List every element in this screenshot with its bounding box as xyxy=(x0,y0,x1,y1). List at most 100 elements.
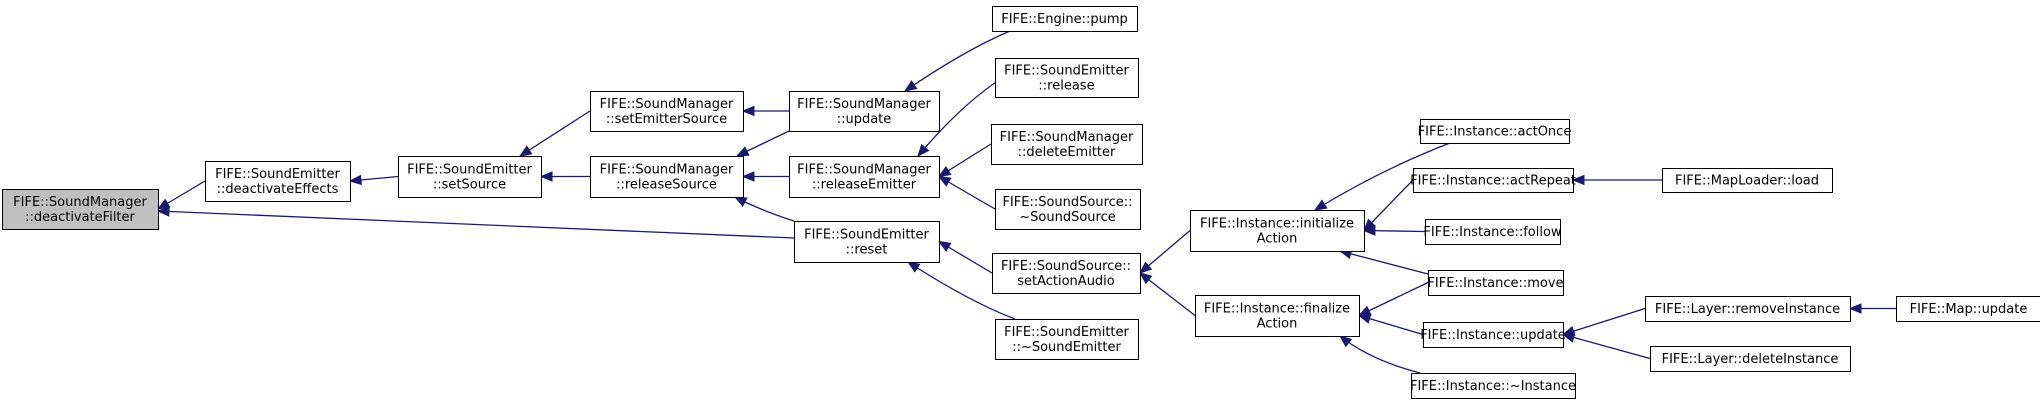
node-n24[interactable]: FIFE::Layer::deleteInstance xyxy=(1650,346,1851,372)
node-box-n10[interactable] xyxy=(991,124,1143,165)
node-label-n13-line-0: FIFE::SoundEmitter xyxy=(1004,325,1129,340)
arrowhead-n4-to-n2 xyxy=(539,171,553,182)
node-label-n3-line-1: ::setEmitterSource xyxy=(606,112,727,127)
node-box-n1[interactable] xyxy=(205,161,351,202)
node-label-n23-line-0: FIFE::Layer::removeInstance xyxy=(1655,302,1840,317)
node-box-n2[interactable] xyxy=(398,156,542,198)
node-n18[interactable]: FIFE::Instance::follow xyxy=(1423,219,1562,245)
node-label-n2-line-0: FIFE::SoundEmitter xyxy=(407,163,532,178)
node-n7[interactable]: FIFE::SoundEmitter::reset xyxy=(794,221,940,263)
arrowhead-n14-to-n12 xyxy=(1138,261,1153,274)
arrowhead-n21-to-n15 xyxy=(1338,335,1353,348)
node-box-n20[interactable] xyxy=(1423,322,1564,348)
node-box-n22[interactable] xyxy=(1662,168,1833,193)
edge-n17-to-n14 xyxy=(1363,179,1414,231)
node-n2[interactable]: FIFE::SoundEmitter::setSource xyxy=(398,156,542,198)
node-label-n1-line-0: FIFE::SoundEmitter xyxy=(215,167,340,182)
node-n13[interactable]: FIFE::SoundEmitter::~SoundEmitter xyxy=(995,319,1139,360)
node-n8[interactable]: FIFE::Engine::pump xyxy=(992,6,1138,32)
node-label-n0-line-1: ::deactivateFilter xyxy=(25,210,135,225)
node-label-n10-line-1: ::deleteEmitter xyxy=(1018,145,1116,160)
arrowhead-n25-to-n23 xyxy=(1848,303,1862,314)
edge-n19-to-n15 xyxy=(1358,281,1429,317)
edge-n3-to-n2 xyxy=(519,110,591,157)
node-n21[interactable]: FIFE::Instance::~Instance xyxy=(1410,373,1576,399)
node-n1[interactable]: FIFE::SoundEmitter::deactivateEffects xyxy=(205,161,351,202)
node-label-n12-line-1: setActionAudio xyxy=(1017,274,1115,289)
arrowhead-n24-to-n20 xyxy=(1561,332,1576,343)
arrowhead-n11-to-n6 xyxy=(937,175,952,187)
node-n5[interactable]: FIFE::SoundManager::update xyxy=(789,91,940,132)
edge-n15-to-n12 xyxy=(1139,272,1196,317)
node-label-n24-line-0: FIFE::Layer::deleteInstance xyxy=(1662,352,1839,367)
node-box-n8[interactable] xyxy=(992,6,1138,32)
node-box-n21[interactable] xyxy=(1411,373,1576,399)
node-label-n7-line-1: ::reset xyxy=(846,243,888,258)
arrowhead-n5-to-n4 xyxy=(735,146,750,157)
node-label-n11-line-0: FIFE::SoundSource:: xyxy=(1002,195,1132,210)
node-label-n4-line-0: FIFE::SoundManager xyxy=(600,163,734,178)
node-box-n4[interactable] xyxy=(590,156,744,198)
node-label-n14-line-1: Action xyxy=(1257,232,1298,247)
edge-n24-to-n20 xyxy=(1562,333,1651,360)
arrowhead-n15-to-n12 xyxy=(1138,272,1153,285)
arrowhead-n16-to-n14 xyxy=(1313,199,1328,211)
node-n23[interactable]: FIFE::Layer::removeInstance xyxy=(1645,296,1851,322)
node-n10[interactable]: FIFE::SoundManager::deleteEmitter xyxy=(991,124,1143,165)
node-n0[interactable]: FIFE::SoundManager::deactivateFilter xyxy=(2,189,159,230)
node-box-n16[interactable] xyxy=(1420,119,1570,144)
arrowhead-n22-to-n17 xyxy=(1571,174,1585,186)
node-box-n11[interactable] xyxy=(995,189,1141,230)
node-label-n10-line-0: FIFE::SoundManager xyxy=(1000,130,1134,145)
node-label-n13-line-1: ::~SoundEmitter xyxy=(1012,340,1121,355)
node-box-n13[interactable] xyxy=(995,319,1139,360)
node-box-n9[interactable] xyxy=(995,58,1139,98)
node-box-n25[interactable] xyxy=(1896,296,2040,322)
node-n12[interactable]: FIFE::SoundSource::setActionAudio xyxy=(992,253,1141,294)
node-box-n7[interactable] xyxy=(794,221,940,263)
edge-n8-to-n5 xyxy=(904,30,1011,92)
node-box-n23[interactable] xyxy=(1645,296,1851,322)
node-box-n18[interactable] xyxy=(1425,219,1561,245)
node-label-n2-line-1: ::setSource xyxy=(433,178,506,193)
node-box-n5[interactable] xyxy=(789,91,940,132)
node-label-n1-line-1: ::deactivateEffects xyxy=(217,182,339,197)
edge-n23-to-n20 xyxy=(1562,307,1646,336)
node-n25[interactable]: FIFE::Map::update xyxy=(1896,296,2040,322)
node-box-n19[interactable] xyxy=(1428,270,1564,296)
node-box-n12[interactable] xyxy=(992,253,1141,294)
arrowhead-n12-to-n7 xyxy=(937,240,952,252)
arrowhead-n8-to-n5 xyxy=(903,80,918,92)
node-n3[interactable]: FIFE::SoundManager::setEmitterSource xyxy=(590,91,744,132)
node-n19[interactable]: FIFE::Instance::move xyxy=(1427,270,1564,296)
node-n20[interactable]: FIFE::Instance::update xyxy=(1420,322,1566,348)
arrowhead-n1-to-n0 xyxy=(156,198,171,210)
node-label-n18-line-0: FIFE::Instance::follow xyxy=(1423,225,1562,240)
node-box-n3[interactable] xyxy=(590,91,744,132)
node-box-n6[interactable] xyxy=(789,156,940,198)
node-n22[interactable]: FIFE::MapLoader::load xyxy=(1662,168,1833,193)
node-n17[interactable]: FIFE::Instance::actRepeat xyxy=(1410,168,1576,193)
node-n6[interactable]: FIFE::SoundManager::releaseEmitter xyxy=(789,156,940,198)
node-box-n17[interactable] xyxy=(1413,168,1574,193)
arrowhead-n6-to-n4 xyxy=(741,171,755,182)
node-n4[interactable]: FIFE::SoundManager::releaseSource xyxy=(590,156,744,198)
arrowhead-n3-to-n2 xyxy=(518,145,533,157)
node-label-n6-line-1: ::releaseEmitter xyxy=(812,178,917,193)
node-box-n14[interactable] xyxy=(1190,210,1365,252)
node-label-n5-line-1: ::update xyxy=(837,112,892,127)
node-label-n15-line-0: FIFE::Instance::finalize xyxy=(1204,302,1350,317)
node-n11[interactable]: FIFE::SoundSource::~SoundSource xyxy=(995,189,1141,230)
node-box-n0[interactable] xyxy=(2,189,159,230)
node-n9[interactable]: FIFE::SoundEmitter::release xyxy=(995,58,1139,98)
node-label-n9-line-1: ::release xyxy=(1038,79,1094,94)
nodes-layer: FIFE::SoundManager::deactivateFilterFIFE… xyxy=(2,6,2040,399)
arrowhead-n9-to-n6 xyxy=(917,143,930,158)
node-box-n24[interactable] xyxy=(1650,346,1851,372)
node-n16[interactable]: FIFE::Instance::actOnce xyxy=(1418,119,1572,144)
node-box-n15[interactable] xyxy=(1195,295,1360,337)
node-label-n5-line-0: FIFE::SoundManager xyxy=(797,97,931,112)
edge-n19-to-n14 xyxy=(1339,250,1429,275)
